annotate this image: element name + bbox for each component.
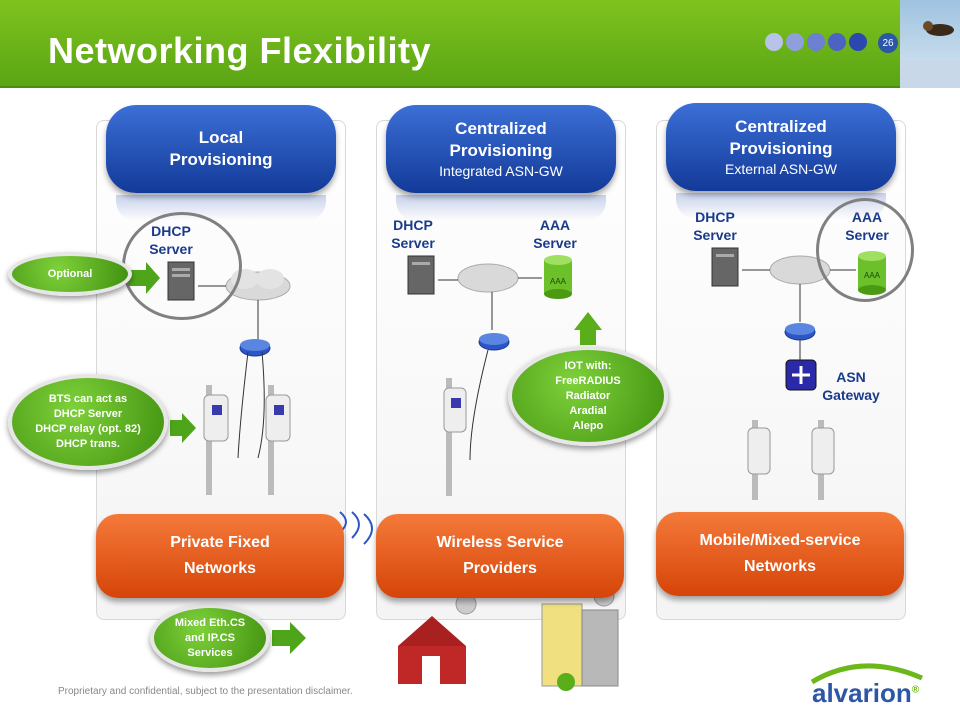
- bts-pole-icon: [203, 385, 291, 495]
- iot-callout: IOT with: FreeRADIUS Radiator Aradial Al…: [508, 346, 668, 446]
- centralized-integrated-pill: Centralized Provisioning Integrated ASN-…: [386, 105, 616, 193]
- aaa-tag: AAA: [550, 277, 567, 286]
- progress-dot: [807, 33, 825, 51]
- pill-heading: Provisioning: [169, 150, 273, 169]
- pill-heading: Centralized: [455, 119, 547, 138]
- progress-dot: [849, 33, 867, 51]
- pill-heading: Local: [198, 128, 244, 147]
- bts-capabilities-callout: BTS can act as DHCP Server DHCP relay (o…: [8, 374, 168, 470]
- footer-disclaimer: Proprietary and confidential, subject to…: [58, 686, 353, 697]
- logo-swoosh-icon: [810, 663, 923, 685]
- bts-pole-icon: [443, 378, 467, 496]
- pill-heading: Provisioning: [449, 141, 553, 160]
- header-photo: [900, 0, 960, 88]
- barn-icon: [398, 593, 477, 684]
- pill-subheading: External ASN-GW: [724, 161, 838, 177]
- right-arrow-icon: [170, 413, 196, 443]
- pill-reflection: [116, 195, 326, 221]
- progress-dot: [765, 33, 783, 51]
- slide-number: 26: [878, 33, 898, 53]
- aaa-server-ring: [816, 198, 914, 302]
- pill-reflection: [396, 195, 606, 221]
- pill-heading: Centralized: [735, 117, 827, 136]
- alvarion-logo: alvarion®: [810, 663, 923, 709]
- logo-text: alvarion: [812, 678, 912, 708]
- router-icon: [478, 333, 510, 351]
- server-icon: [407, 255, 435, 295]
- building-icon: [541, 585, 619, 691]
- jumper-icon: [900, 21, 960, 88]
- progress-dot: [828, 33, 846, 51]
- local-provisioning-pill: Local Provisioning: [106, 105, 336, 193]
- pill-subheading: Integrated ASN-GW: [439, 163, 563, 179]
- asn-gateway-icon: [785, 359, 817, 391]
- pill-heading: Provisioning: [729, 139, 833, 158]
- cloud-icon: [457, 263, 519, 293]
- slide-title: Networking Flexibility: [48, 30, 432, 71]
- bts-pole-icon: [747, 420, 835, 500]
- server-icon: [711, 247, 739, 287]
- aaa-database-icon: [544, 255, 572, 299]
- router-icon: [784, 323, 816, 341]
- optional-callout: Optional: [8, 252, 132, 296]
- up-arrow-icon: [574, 312, 602, 345]
- wireless-waves-icon: [339, 511, 373, 545]
- logo-mark: ®: [911, 684, 920, 696]
- right-arrow-icon: [272, 622, 306, 654]
- cloud-icon: [225, 269, 291, 301]
- progress-dots: [765, 33, 867, 51]
- router-icon: [239, 339, 271, 357]
- mixed-services-callout: Mixed Eth.CS and IP.CS Services: [150, 604, 270, 672]
- progress-dot: [786, 33, 804, 51]
- centralized-external-pill: Centralized Provisioning External ASN-GW: [666, 103, 896, 191]
